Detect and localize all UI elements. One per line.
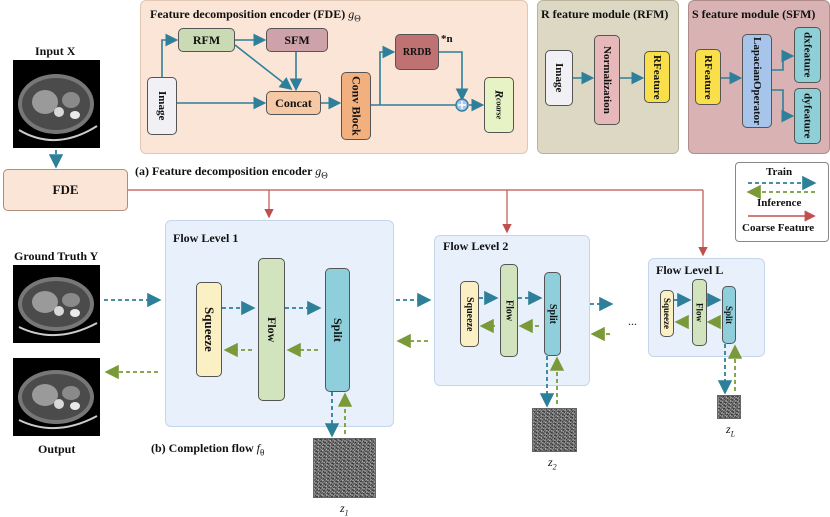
- sfm-r-feature-line1: R: [702, 54, 714, 63]
- z1-sub: 1: [344, 508, 349, 517]
- z2-label: z2: [548, 455, 557, 471]
- rfm-r-feature-node: R Feature: [644, 51, 670, 103]
- legend-box: [735, 162, 829, 242]
- sfm-dy-line1: dy: [801, 93, 814, 106]
- z2-noise-image: [532, 408, 577, 452]
- fde-sfm-node: SFM: [266, 28, 328, 52]
- caption-a: (a) Feature decomposition encoder gΘ: [135, 164, 328, 180]
- caption-b-symbol: f: [256, 441, 261, 455]
- flow-level-2-title: Flow Level 2: [443, 239, 509, 253]
- flow-level-2-split: Split: [544, 272, 561, 356]
- fde-r-coarse-sub: coarse: [494, 98, 504, 120]
- legend-inference-label: Inference: [757, 197, 802, 209]
- sfm-dx-line1: dx: [801, 32, 814, 45]
- caption-b-symbol-sub: θ: [260, 447, 265, 458]
- sfm-dx-feature-node: dx feature: [794, 27, 821, 83]
- legend-train-label: Train: [766, 166, 793, 178]
- caption-b-text: (b) Completion flow: [151, 441, 254, 455]
- sfm-dy-feature-node: dy feature: [794, 88, 821, 144]
- sfm-laplacian-line1: Lapacian: [751, 37, 763, 82]
- fde-conv-block-node: Conv Block: [341, 72, 371, 140]
- flow-level-1-title: Flow Level 1: [173, 231, 239, 245]
- output-label: Output: [38, 442, 76, 456]
- flow-level-1-split: Split: [325, 268, 350, 392]
- caption-a-text: (a) Feature decomposition encoder: [135, 164, 313, 178]
- fde-internal-arrows: [161, 33, 485, 112]
- z2-sub: 2: [552, 462, 557, 472]
- rfm-normalization-node: Normalization: [594, 35, 620, 125]
- flow-level-l-flow: Flow: [692, 279, 707, 346]
- fde-panel: [140, 0, 528, 154]
- caption-a-symbol: g: [315, 164, 322, 178]
- ground-truth-label: Ground Truth Y: [14, 249, 99, 263]
- fde-image-node: Image: [147, 77, 177, 135]
- zl-main: z: [726, 422, 731, 436]
- flow-level-2-squeeze: Squeeze: [460, 281, 479, 347]
- rfm-image-node: Image: [545, 50, 573, 106]
- fde-rrdb-node: RRDB: [395, 34, 439, 70]
- flow-level-2-flow: Flow: [500, 264, 518, 357]
- fde-panel-title: Feature decomposition encoder (FDE) gΘ: [150, 7, 361, 24]
- rfm-r-feature-line1: R: [651, 54, 663, 63]
- fde-sum-plus-icon: [458, 101, 466, 109]
- z1-noise-image: [313, 438, 376, 498]
- fde-rfm-node: RFM: [178, 28, 235, 52]
- sfm-panel-title: S feature module (SFM): [692, 7, 816, 21]
- fde-block: FDE: [3, 169, 128, 211]
- caption-a-symbol-sub: Θ: [321, 170, 328, 181]
- flow-level-l-squeeze: Squeeze: [660, 290, 674, 337]
- fde-concat-node: Concat: [266, 91, 321, 115]
- zl-label: zL: [726, 422, 735, 438]
- z1-label: z1: [340, 501, 349, 517]
- sfm-r-feature-node: R Feature: [695, 49, 721, 105]
- flow-level-l-split: Split: [722, 286, 736, 344]
- train-arrows: [104, 290, 733, 438]
- flow-level-1-squeeze: Squeeze: [196, 282, 222, 377]
- flow-level-l-title: Flow Level L: [656, 263, 724, 277]
- flow-ellipsis: ...: [628, 314, 637, 328]
- zl-sub: L: [730, 429, 736, 439]
- fde-rrdb-repeat: *n: [441, 33, 453, 45]
- sfm-dx-line2: feature: [801, 44, 814, 78]
- rfm-panel-title: R feature module (RFM): [541, 7, 669, 21]
- sfm-laplacian-node: Lapacian Operator: [742, 34, 772, 128]
- sfm-laplacian-line2: Operator: [751, 81, 763, 125]
- fde-title-symbol: g: [348, 7, 355, 21]
- rfm-r-feature-line2: Feature: [651, 62, 663, 100]
- inference-arrows: [104, 314, 743, 434]
- fde-r-coarse-main: R: [492, 90, 507, 99]
- zl-noise-image: [717, 395, 741, 419]
- coarse-feature-arrows: [128, 189, 708, 257]
- flow-level-1-flow: Flow: [258, 258, 285, 401]
- sfm-internal-arrows: [721, 49, 795, 123]
- sfm-dy-line2: feature: [801, 105, 814, 139]
- z1-main: z: [340, 501, 345, 515]
- fde-title-symbol-sub: Θ: [354, 13, 361, 24]
- output-ct-image: [13, 358, 100, 436]
- ground-truth-ct-image: [13, 265, 100, 343]
- legend-coarse-feature-label: Coarse Feature: [742, 222, 815, 234]
- caption-b: (b) Completion flow fθ: [151, 441, 264, 457]
- sfm-r-feature-line2: Feature: [702, 62, 714, 100]
- z2-main: z: [548, 455, 553, 469]
- input-x-label: Input X: [35, 44, 76, 58]
- input-x-ct-image: [13, 60, 100, 148]
